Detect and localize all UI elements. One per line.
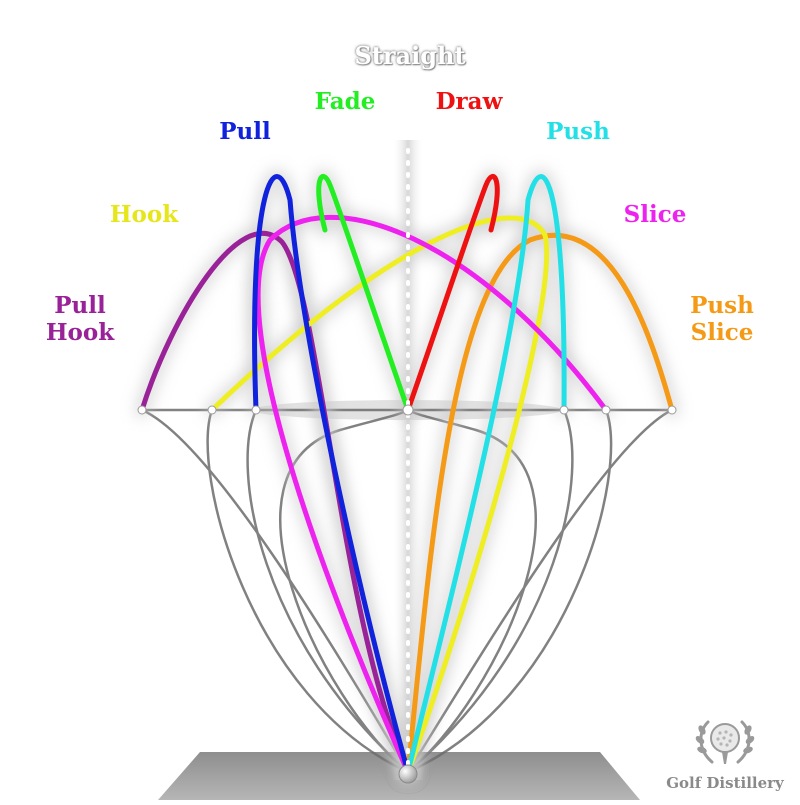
- label-push-slice-line2: Slice: [690, 319, 754, 346]
- label-slice: Slice: [623, 201, 687, 228]
- label-push: Push: [546, 118, 610, 145]
- guide-curve-pull: [246, 409, 409, 773]
- golf-ball-laurel-icon: [695, 720, 755, 764]
- guide-curve-slice: [407, 409, 613, 774]
- shot-curve-push: [405, 174, 567, 775]
- shot-curve-hook: [209, 215, 550, 775]
- shot-curve-pull: [252, 174, 411, 775]
- landing-dot-center: [402, 404, 414, 416]
- shot-curve-pull-hook: [139, 231, 411, 775]
- label-hook: Hook: [109, 201, 179, 228]
- brand-logo: Golf Distillery: [650, 712, 800, 792]
- label-fade: Fade: [314, 88, 376, 115]
- label-pull: Pull: [219, 118, 271, 145]
- brand-name: Golf Distillery: [666, 774, 784, 792]
- label-push-slice: Push Slice: [680, 292, 764, 346]
- landing-dot-push: [559, 405, 569, 415]
- landing-dot-pull-hook: [137, 405, 147, 415]
- shot-curve-slice: [255, 214, 609, 775]
- guide-curves: [141, 408, 673, 774]
- label-draw: Draw: [435, 88, 503, 115]
- guide-curve-push-slice: [406, 408, 673, 773]
- shot-curve-draw: [405, 173, 500, 413]
- landing-dot-pull: [251, 405, 261, 415]
- landing-dot-push-slice: [667, 405, 677, 415]
- guide-curve-draw: [407, 408, 537, 773]
- guide-curve-fade: [279, 408, 409, 773]
- landing-dot-slice: [601, 405, 611, 415]
- golf-ball: [398, 764, 418, 784]
- label-pull-hook: Pull Hook: [36, 292, 124, 346]
- guide-curve-pull-hook: [141, 408, 410, 773]
- shot-curve-fade: [316, 173, 411, 413]
- shot-curve-push-slice: [405, 232, 675, 775]
- landing-dot-hook: [207, 405, 217, 415]
- label-push-slice-line1: Push: [690, 292, 754, 319]
- guide-curve-push: [407, 409, 574, 773]
- label-pull-hook-line1: Pull: [54, 292, 106, 319]
- label-pull-hook-line2: Hook: [45, 319, 115, 346]
- guide-curve-hook: [206, 409, 409, 774]
- label-straight: Straight: [354, 41, 466, 70]
